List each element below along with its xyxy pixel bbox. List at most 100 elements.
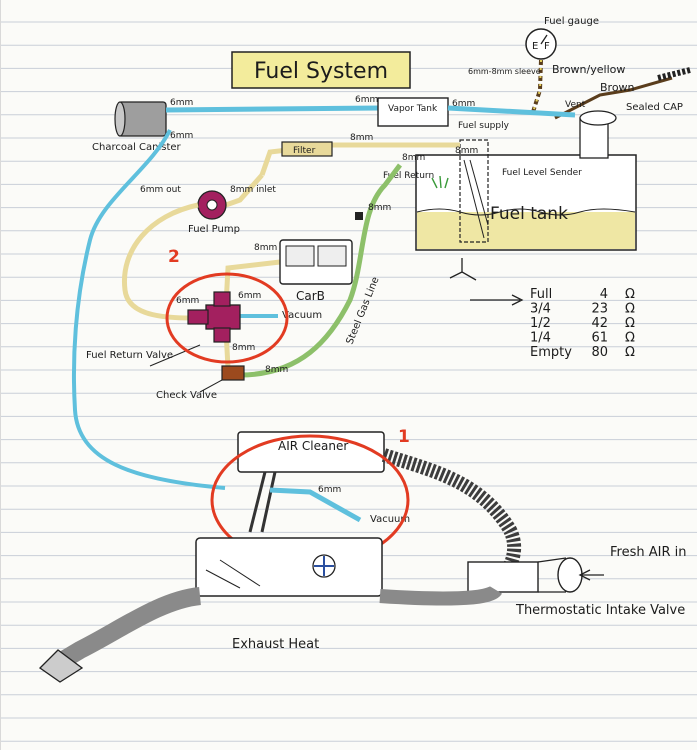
sender-pointer-arrowhead (511, 294, 524, 306)
sender-hatch-1 (463, 159, 485, 239)
vacuum-line-canister-to-aircleaner (71, 129, 226, 490)
sender-hatch-2 (469, 159, 489, 226)
canister-end (114, 101, 126, 137)
gauge-needle (540, 34, 548, 45)
check-valve (221, 365, 245, 381)
vapor-line-canister (165, 105, 381, 113)
fresh-air-inlet (557, 557, 583, 593)
supply-line-label-b: 8mm (455, 146, 478, 156)
air-cleaner-label: AIR Cleaner (278, 439, 348, 453)
sender-table-unit: Ω (625, 331, 635, 346)
wire-connector (657, 67, 691, 81)
pump-out-label: 6mm out (140, 185, 181, 195)
sealed-cap-label: Sealed CAP (626, 102, 683, 113)
canister-port-label-bottom: 6mm (170, 131, 193, 141)
fresh-air-arrowhead (578, 569, 591, 581)
valve-port-bottom (213, 327, 231, 343)
steel-gas-line-label: Steel Gas Line (345, 276, 382, 347)
exhaust-heat-label: Exhaust Heat (232, 637, 319, 652)
steel-line-top-label: 8mm (368, 203, 391, 213)
supply-line-label-c: 8mm (350, 133, 373, 143)
callout-number-1: 1 (398, 427, 410, 447)
sender-table-ohms: 23 (591, 302, 608, 317)
steel-gas-line (239, 163, 402, 378)
vapor-line-label: 6mm (355, 95, 378, 105)
check-valve-label: Check Valve (156, 390, 217, 401)
fuel-pump-center (206, 199, 218, 211)
aircleaner-vacuum-mm-label: 6mm (318, 485, 341, 495)
fuel-level-sender (459, 139, 489, 243)
sender-table-level: 3/4 (530, 302, 551, 317)
valve-lower-label: 8mm (232, 343, 255, 353)
sender-table-ohms: 4 (600, 287, 608, 302)
valve-top-label: 6mm (238, 291, 261, 301)
carb-barrel-right (317, 245, 347, 267)
title-box (231, 51, 411, 89)
fuel-tank-fuel-level (417, 212, 635, 249)
valve-leader (149, 344, 201, 367)
exhaust-heat-pipe-right (379, 584, 502, 606)
fuel-tank-label: Fuel tank (490, 204, 568, 224)
brown-yellow-label: Brown/yellow (552, 63, 625, 76)
gauge-empty-mark: E (532, 41, 538, 52)
fuel-filter-label: Filter (293, 146, 316, 156)
exhaust-manifold-end (38, 649, 84, 683)
check-valve-leader (199, 379, 223, 393)
sender-table-level: Full (530, 287, 552, 302)
fuel-level-sender-label: Fuel Level Sender (502, 168, 582, 178)
fuel-return-valve-label: Fuel Return Valve (86, 350, 173, 361)
carb-barrel-left (285, 245, 315, 267)
vapor-tank-label: Vapor Tank (388, 104, 438, 114)
valve-port-top (213, 291, 231, 307)
steel-line-label: 8mm (265, 365, 288, 375)
charcoal-canister-label: Charcoal Canister (92, 142, 182, 153)
inlet-horn (537, 557, 567, 593)
callout-circle-2 (165, 272, 289, 364)
pump-inlet-label: 8mm inlet (230, 185, 276, 195)
canister-port-label-top: 6mm (170, 98, 193, 108)
sender-table-unit: Ω (625, 287, 635, 302)
thermostatic-valve-label: Thermostatic Intake Valve (515, 603, 685, 618)
fuel-return-label: Fuel Return (383, 171, 434, 181)
manifold-detail (205, 559, 261, 589)
sender-table-unit: Ω (625, 316, 635, 331)
sender-table-ohms: 61 (591, 331, 608, 346)
callout-number-2: 2 (168, 247, 180, 267)
fuel-filter (281, 141, 333, 157)
brown-label: Brown (600, 81, 635, 94)
gauge-full-mark: F (544, 41, 550, 52)
fuel-pump-label: Fuel Pump (188, 224, 240, 235)
emblem-cross (314, 556, 334, 576)
vapor-tank-port-label: 6mm (452, 99, 475, 109)
sleeve-label: 6mm-8mm sleeve (468, 67, 541, 76)
intake-manifold (195, 537, 383, 597)
valve-port-left (187, 309, 209, 325)
brown-yellow-wire (531, 59, 543, 113)
pump-inlet-line (225, 173, 264, 208)
vent-label: Vent (565, 100, 586, 110)
page-title: Fuel System (254, 59, 388, 84)
sealed-cap (579, 110, 617, 126)
sender-table-level: Empty (530, 345, 572, 360)
carb-feed-label: 8mm (254, 243, 277, 253)
fuel-supply-label: Fuel supply (458, 121, 510, 131)
supply-line-label-a: 8mm (402, 153, 425, 163)
valve-vacuum-label: Vacuum (282, 310, 322, 321)
valve-left-label: 6mm (176, 296, 199, 306)
sender-table-level: 1/2 (530, 316, 551, 331)
sender-table-unit: Ω (625, 345, 635, 360)
sender-table-unit: Ω (625, 302, 635, 317)
thermostatic-valve (467, 561, 539, 593)
brown-wire (554, 76, 673, 120)
exhaust-heat-tube (50, 587, 202, 673)
fuel-return-valve (205, 304, 241, 330)
sender-table-ohms: 80 (591, 345, 608, 360)
aircleaner-vacuum-line (269, 487, 362, 523)
air-cleaner-stem (248, 471, 277, 533)
aircleaner-vacuum-label: Vacuum (370, 514, 410, 525)
fuel-gauge-label: Fuel gauge (544, 16, 599, 27)
fresh-air-label: Fresh AIR in (610, 545, 686, 560)
